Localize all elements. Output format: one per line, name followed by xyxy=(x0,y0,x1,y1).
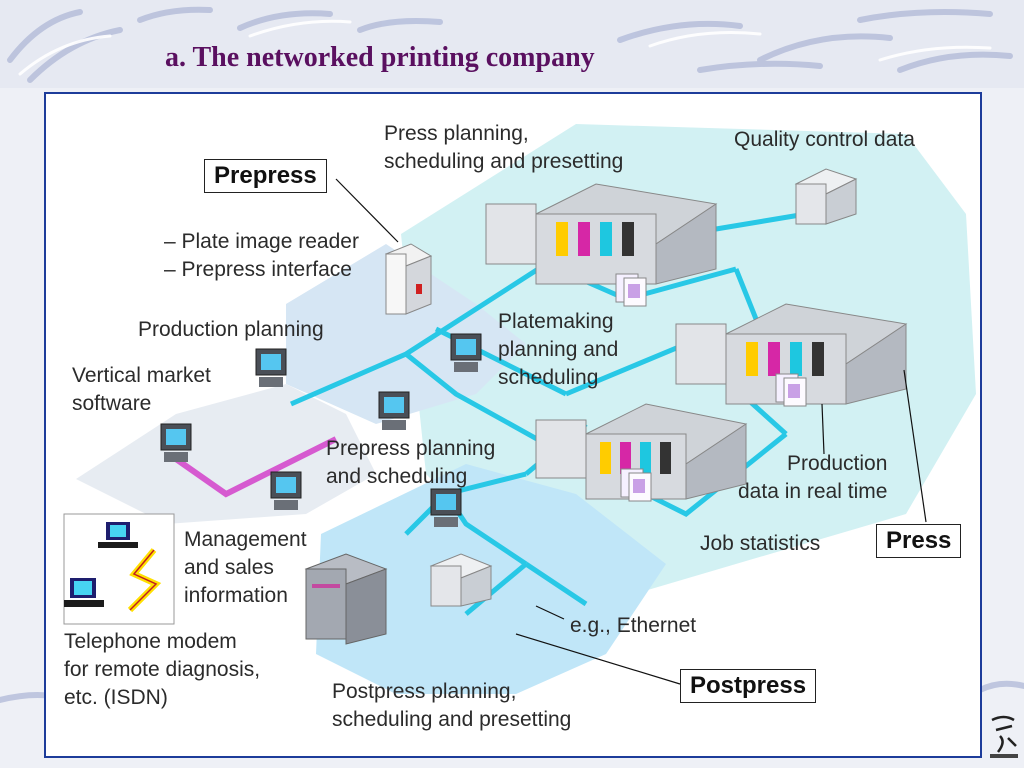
label-vertical-market: Vertical market software xyxy=(72,362,211,418)
workstation-icon xyxy=(255,348,287,387)
label-line: – Plate image reader xyxy=(164,230,359,253)
label-line: and scheduling xyxy=(326,465,468,488)
modem-computer-icon xyxy=(63,513,175,625)
label-line: Platemaking xyxy=(498,310,614,333)
label-line: Production xyxy=(787,452,888,475)
label-plate-reader: – Plate image reader – Prepress interfac… xyxy=(164,228,359,284)
plate-reader-icon xyxy=(384,243,433,315)
management-network-line xyxy=(174,436,338,498)
label-line: Press planning, xyxy=(384,122,529,145)
label-quality-control: Quality control data xyxy=(734,128,915,151)
label-line: planning and xyxy=(498,338,619,361)
label-modem: Telephone modem for remote diagnosis, et… xyxy=(64,628,260,712)
label-line: – Prepress interface xyxy=(164,258,352,281)
label-line: scheduling and presetting xyxy=(332,708,572,731)
print-sheets-icon xyxy=(775,373,807,407)
label-press-planning: Press planning, scheduling and presettin… xyxy=(384,120,623,176)
label-line: software xyxy=(72,392,152,415)
label-line: scheduling and presetting xyxy=(384,150,624,173)
network-diagram xyxy=(63,124,976,694)
print-sheets-icon xyxy=(620,468,652,502)
label-line: Management xyxy=(184,528,307,551)
callout-lines xyxy=(335,178,927,685)
postpress-machine-icon xyxy=(304,553,388,645)
label-line: Vertical market xyxy=(72,364,211,387)
label-line: etc. (ISDN) xyxy=(64,686,168,709)
diagram-frame: Press planning, scheduling and presettin… xyxy=(44,92,982,758)
workstation-icon xyxy=(430,488,462,527)
press-machine-icon xyxy=(675,303,908,405)
press-box: Press xyxy=(876,524,962,558)
label-line: information xyxy=(184,584,288,607)
workstation-icon xyxy=(160,423,192,462)
label-line: Postpress planning, xyxy=(332,680,517,703)
label-line: and sales xyxy=(184,556,274,579)
postpress-box: Postpress xyxy=(680,669,817,703)
press-machine-icon xyxy=(535,403,748,500)
quality-scanner-icon xyxy=(794,168,858,225)
slide-title: a. The networked printing company xyxy=(165,42,595,73)
label-production-planning: Production planning xyxy=(138,318,324,341)
label-line: scheduling xyxy=(498,366,599,389)
label-ethernet: e.g., Ethernet xyxy=(570,614,697,637)
label-postpress-planning: Postpress planning, scheduling and prese… xyxy=(332,678,571,734)
label-line: Prepress planning xyxy=(326,437,496,460)
workstation-icon xyxy=(378,391,410,430)
workstation-icon xyxy=(270,471,302,510)
logo-icon xyxy=(990,715,1018,758)
label-job-statistics: Job statistics xyxy=(700,532,821,555)
label-line: for remote diagnosis, xyxy=(64,658,261,681)
postpress-machine-icon xyxy=(429,553,493,607)
print-sheets-icon xyxy=(615,273,647,307)
label-production-data: Production data in real time xyxy=(738,450,887,506)
label-prepress-planning: Prepress planning and scheduling xyxy=(326,435,495,491)
prepress-box: Prepress xyxy=(204,159,327,193)
label-platemaking: Platemaking planning and scheduling xyxy=(498,308,618,392)
label-line: data in real time xyxy=(738,480,888,503)
press-machine-icon xyxy=(485,183,718,285)
label-line: Telephone modem xyxy=(64,630,237,653)
workstation-icon xyxy=(450,333,482,372)
label-management: Management and sales information xyxy=(184,526,307,610)
